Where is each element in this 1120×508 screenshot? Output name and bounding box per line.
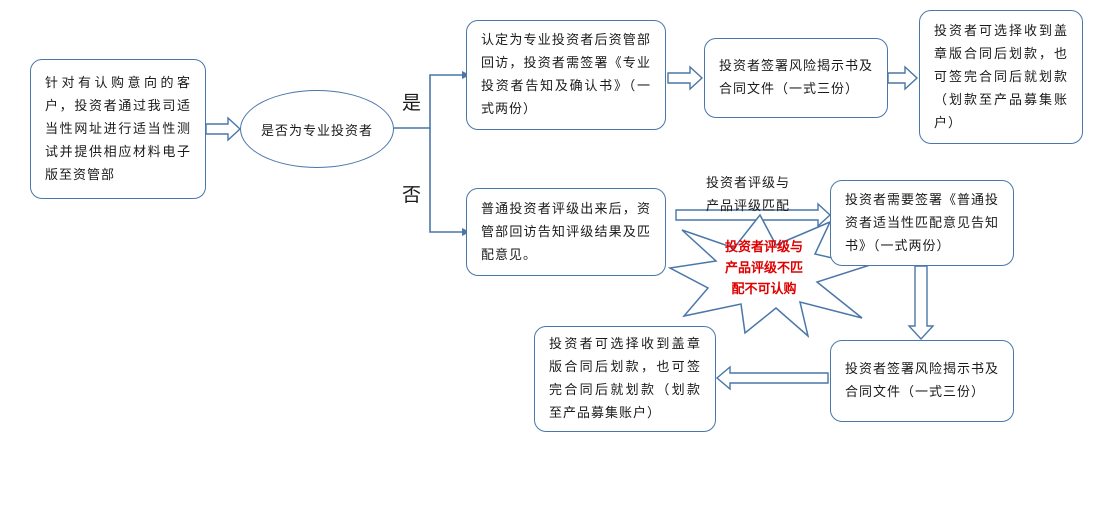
match-label-line2: 产品评级匹配: [706, 199, 791, 214]
start-text: 针对有认购意向的客户，投资者通过我司适当性网址进行适当性测试并提供相应材料电子版…: [45, 75, 191, 183]
yes-label: 是: [402, 92, 423, 114]
start-box: 针对有认购意向的客户，投资者通过我司适当性网址进行适当性测试并提供相应材料电子版…: [30, 59, 206, 199]
pro-pay-box: 投资者可选择收到盖章版合同后划款，也可签完合同后就划款（划款至产品募集账户）: [919, 10, 1083, 144]
normal-rating-text: 普通投资者评级出来后，资管部回访告知评级结果及匹配意见。: [481, 201, 651, 263]
pro-confirm-box: 认定为专业投资者后资管部回访，投资者需签署《专业投资者告知及确认书》（一式两份）: [466, 20, 666, 130]
branch-fork: [394, 74, 462, 233]
yes-branch-line: [394, 74, 462, 129]
normal-sign-text: 投资者签署风险揭示书及合同文件（一式三份）: [845, 362, 1000, 400]
normal-sign-box: 投资者签署风险揭示书及合同文件（一式三份）: [830, 340, 1014, 422]
pro-confirm-text: 认定为专业投资者后资管部回访，投资者需签署《专业投资者告知及确认书》（一式两份）: [481, 33, 651, 117]
arrow-start-to-decision: [205, 116, 242, 142]
pro-pay-text: 投资者可选择收到盖章版合同后划款，也可签完合同后就划款（划款至产品募集账户）: [934, 23, 1068, 131]
decision-text: 是否为专业投资者: [260, 123, 373, 139]
warning-line3: 配不可认购: [731, 282, 797, 297]
arrow-sign-to-pay-left: [715, 365, 829, 391]
decision-ellipse: 是否为专业投资者: [240, 90, 394, 168]
normal-pay-text: 投资者可选择收到盖章版合同后划款，也可签完合同后就划款（划款至产品募集账户）: [549, 337, 701, 421]
warning-line2: 产品评级不匹: [724, 261, 803, 276]
warning-line1: 投资者评级与: [724, 240, 803, 255]
normal-notice-box: 投资者需要签署《普通投资者适当性匹配意见告知书》（一式两份）: [830, 180, 1014, 266]
warning-starburst: [667, 213, 870, 339]
normal-rating-box: 普通投资者评级出来后，资管部回访告知评级结果及匹配意见。: [466, 188, 666, 276]
normal-pay-box: 投资者可选择收到盖章版合同后划款，也可签完合同后就划款（划款至产品募集账户）: [534, 326, 716, 432]
no-branch-line: [429, 128, 462, 233]
arrow-notice-down: [907, 265, 935, 341]
no-label: 否: [402, 184, 423, 206]
normal-notice-text: 投资者需要签署《普通投资者适当性匹配意见告知书》（一式两份）: [845, 192, 1000, 254]
warning-text: 投资者评级与 产品评级不匹 配不可认购: [712, 237, 816, 300]
pro-sign-text: 投资者签署风险揭示书及合同文件（一式三份）: [719, 59, 874, 97]
arrow-confirm-to-sign: [667, 65, 704, 91]
arrow-sign-to-pay: [887, 65, 919, 91]
pro-sign-box: 投资者签署风险揭示书及合同文件（一式三份）: [704, 38, 888, 118]
match-label-line1: 投资者评级与: [706, 176, 791, 191]
arrow-rating-to-notice: [675, 202, 832, 228]
